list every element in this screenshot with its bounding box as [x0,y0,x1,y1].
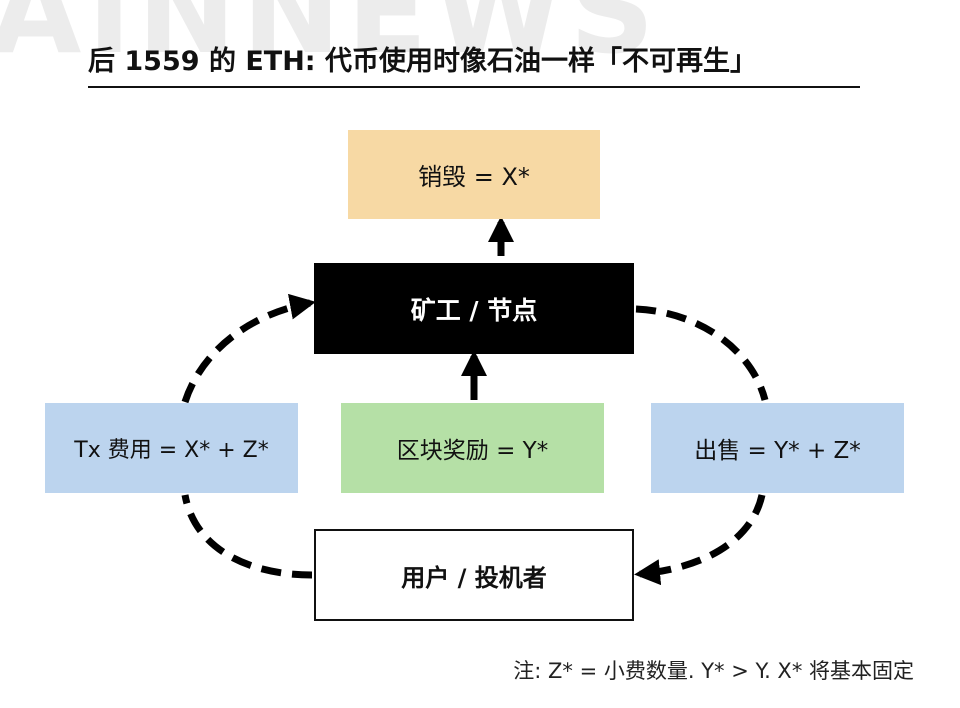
slide-title: 后 1559 的 ETH: 代币使用时像石油一样「不可再生」 [88,46,758,77]
sell-box: 出售 = Y* + Z* [651,403,904,493]
arrow-sell-to-users [634,494,766,586]
watermark: AINNEWS [0,0,661,80]
arrow-users-to-txfees [181,494,313,579]
arrow-miners-to-sell [635,305,769,401]
users-box: 用户 / 投机者 [314,529,634,621]
title-underline [88,86,860,88]
block-reward-box: 区块奖励 = Y* [341,403,604,493]
arrow-txfees-to-miners [181,293,316,404]
tx-fees-box: Tx 费用 = X* + Z* [45,403,298,493]
footnote: 注: Z* = 小费数量. Y* > Y. X* 将基本固定 [513,659,914,683]
burn-box: 销毁 = X* [348,130,600,219]
miners-box: 矿工 / 节点 [314,263,634,354]
